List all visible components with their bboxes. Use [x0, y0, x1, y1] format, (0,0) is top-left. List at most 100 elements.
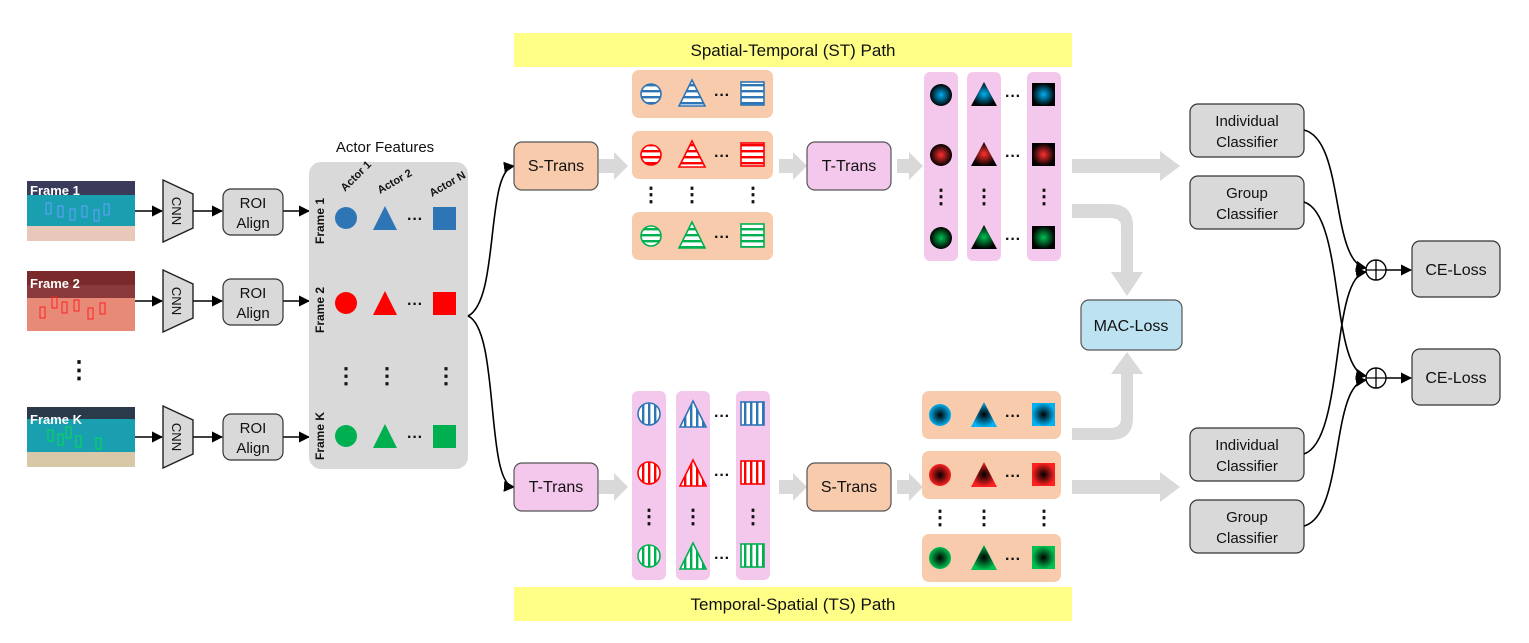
ts-temporal-features: ··· ··· ⋮ ⋮ ⋮ ···	[632, 391, 770, 580]
st-individual-classifier: Individual Classifier	[1189, 103, 1305, 158]
svg-text:⋮: ⋮	[376, 363, 398, 388]
svg-text:⋮: ⋮	[1034, 507, 1054, 529]
actor-features-panel: Actor Features Actor 1 Actor 2 Actor N F…	[309, 139, 468, 469]
svg-text:···: ···	[1005, 88, 1021, 105]
svg-text:Align: Align	[236, 215, 269, 232]
svg-text:⋮: ⋮	[335, 363, 357, 388]
svg-text:⋮: ⋮	[639, 506, 659, 528]
svg-text:···: ···	[1005, 408, 1021, 425]
svg-text:···: ···	[714, 87, 730, 104]
st-path-banner	[514, 33, 1072, 67]
frame-label: Frame 1	[30, 183, 80, 198]
ts-t-trans-block: T-Trans	[513, 462, 599, 512]
ts-individual-classifier: Individual Classifier	[1189, 427, 1305, 482]
svg-text:···: ···	[407, 429, 423, 446]
frame-to-cnn-arrows	[135, 205, 311, 443]
cnn-label: CNN	[169, 287, 184, 315]
st-spatial-features: ··· ··· ⋮ ⋮ ⋮ ···	[632, 70, 773, 260]
frame-row-1: Frame 1	[27, 181, 135, 241]
cnn-label: CNN	[169, 197, 184, 225]
svg-text:···: ···	[714, 229, 730, 246]
actor-square-feature	[433, 207, 456, 230]
actor-triangle-feature	[373, 424, 397, 448]
ts-spatial-features: ··· ··· ⋮ ⋮ ⋮ ···	[922, 391, 1061, 582]
svg-text:⋮: ⋮	[683, 506, 703, 528]
frame-label: Frame 2	[30, 276, 80, 291]
actor-circle-feature	[335, 425, 357, 447]
actor-triangle-feature	[373, 206, 397, 230]
ts-s-trans-block: S-Trans	[806, 462, 892, 512]
svg-text:CE-Loss: CE-Loss	[1425, 262, 1486, 279]
svg-text:S-Trans: S-Trans	[528, 158, 584, 175]
svg-text:···: ···	[714, 550, 730, 567]
svg-text:ROI: ROI	[240, 195, 267, 212]
roi-align-2: ROI Align	[222, 278, 284, 326]
frame-row-label: Frame 2	[313, 287, 327, 333]
ts-group-classifier: Group Classifier	[1189, 499, 1305, 554]
svg-text:CE-Loss: CE-Loss	[1425, 370, 1486, 387]
svg-text:···: ···	[714, 408, 730, 425]
st-temporal-features: ··· ··· ⋮ ⋮ ⋮ ···	[924, 72, 1061, 261]
actor-square-feature	[433, 292, 456, 315]
gray-flow-arrows	[599, 151, 1180, 502]
roi-align-1: ROI Align	[222, 188, 284, 236]
cnn-block-2: CNN	[162, 268, 194, 334]
mac-loss-box: MAC-Loss	[1080, 299, 1183, 351]
svg-text:Group: Group	[1226, 509, 1268, 526]
cnn-block-1: CNN	[162, 178, 194, 244]
frames-ellipsis: ⋮	[67, 357, 91, 384]
st-t-trans-block: T-Trans	[806, 141, 892, 191]
svg-text:Classifier: Classifier	[1216, 458, 1278, 475]
svg-text:⋮: ⋮	[641, 184, 661, 206]
svg-text:ROI: ROI	[240, 285, 267, 302]
svg-text:Classifier: Classifier	[1216, 206, 1278, 223]
svg-text:T-Trans: T-Trans	[529, 479, 584, 496]
svg-text:Classifier: Classifier	[1216, 530, 1278, 547]
svg-text:Classifier: Classifier	[1216, 134, 1278, 151]
ts-path-banner	[514, 587, 1072, 621]
frame-label: Frame K	[30, 412, 83, 427]
ts-path-label: Temporal-Spatial (TS) Path	[690, 595, 895, 614]
actor-square-feature	[433, 425, 456, 448]
svg-text:···: ···	[407, 211, 423, 228]
svg-text:MAC-Loss: MAC-Loss	[1094, 318, 1169, 335]
frame-row-2: Frame 2	[27, 271, 135, 331]
ce-loss-box-2: CE-Loss	[1411, 348, 1501, 406]
svg-text:···: ···	[1005, 551, 1021, 568]
branch-connectors	[467, 161, 516, 492]
actor-features-title: Actor Features	[336, 139, 434, 156]
classifier-connectors	[1303, 129, 1413, 527]
svg-text:···: ···	[407, 296, 423, 313]
svg-text:ROI: ROI	[240, 420, 267, 437]
sum-node-2	[1365, 367, 1387, 389]
svg-text:Individual: Individual	[1215, 437, 1278, 454]
svg-text:Align: Align	[236, 305, 269, 322]
actor-circle-feature	[335, 292, 357, 314]
svg-text:···: ···	[1005, 231, 1021, 248]
st-group-classifier: Group Classifier	[1189, 175, 1305, 230]
svg-text:⋮: ⋮	[743, 506, 763, 528]
svg-text:⋮: ⋮	[930, 507, 950, 529]
svg-text:Individual: Individual	[1215, 113, 1278, 130]
roi-align-k: ROI Align	[222, 413, 284, 461]
svg-text:⋮: ⋮	[682, 184, 702, 206]
svg-text:⋮: ⋮	[974, 507, 994, 529]
st-s-trans-block: S-Trans	[513, 141, 599, 191]
svg-text:Group: Group	[1226, 185, 1268, 202]
sum-node-1	[1365, 259, 1387, 281]
cnn-label: CNN	[169, 423, 184, 451]
actor-circle-feature	[335, 207, 357, 229]
cnn-block-k: CNN	[162, 404, 194, 470]
svg-text:⋮: ⋮	[931, 186, 951, 208]
svg-text:···: ···	[1005, 148, 1021, 165]
svg-text:Align: Align	[236, 440, 269, 457]
svg-text:⋮: ⋮	[974, 186, 994, 208]
frame-row-k: Frame K	[27, 407, 135, 467]
frame-row-label: Frame 1	[313, 198, 327, 244]
svg-text:⋮: ⋮	[1034, 186, 1054, 208]
svg-text:⋮: ⋮	[435, 363, 457, 388]
svg-text:T-Trans: T-Trans	[822, 158, 877, 175]
svg-text:···: ···	[714, 467, 730, 484]
svg-text:S-Trans: S-Trans	[821, 479, 877, 496]
frame-row-label: Frame K	[313, 412, 327, 460]
